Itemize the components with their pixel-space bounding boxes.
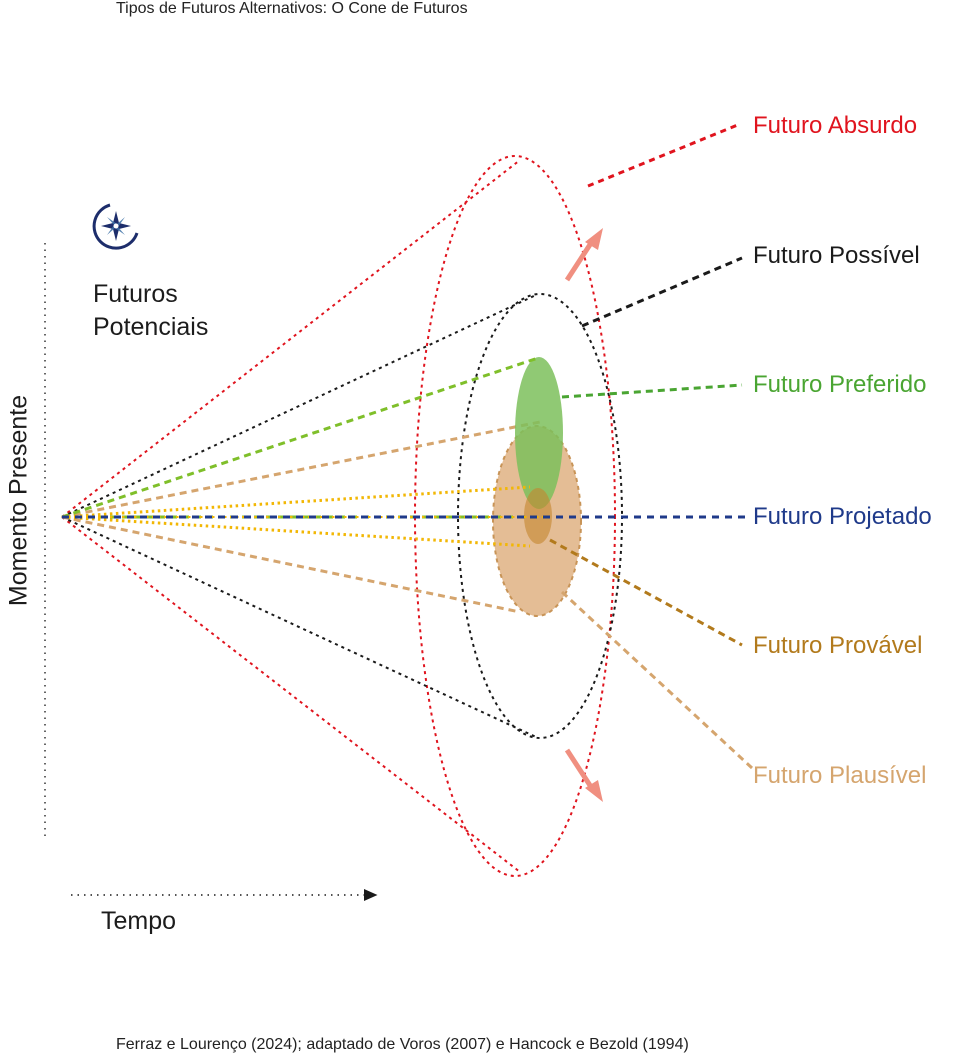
label-plausible-future: Futuro Plausível <box>753 762 927 789</box>
label-probable-future: Futuro Provável <box>753 632 923 659</box>
label-absurd-future: Futuro Absurdo <box>753 112 918 139</box>
absurd-future-cone <box>61 122 741 877</box>
potential-futures-label: Futuros Potenciais <box>93 278 208 344</box>
preferred-future-cone <box>61 356 743 519</box>
potential-label-line1: Futuros <box>93 280 178 308</box>
projected-future-cone <box>61 485 745 548</box>
present-moment-label: Momento Presente <box>4 394 33 607</box>
time-label: Tempo <box>101 907 177 935</box>
potential-label-line2: Potenciais <box>93 313 209 341</box>
expansion-arrow-icon <box>564 228 603 802</box>
label-possible-future: Futuro Possível <box>753 242 920 269</box>
compass-star-icon <box>92 203 139 250</box>
source-citation: Ferraz e Lourenço (2024); adaptado de Vo… <box>116 1036 689 1053</box>
label-preferred-future: Futuro Preferido <box>753 371 927 398</box>
diagram-title: Tipos de Futuros Alternativos: O Cone de… <box>116 0 468 17</box>
label-projected-future: Futuro Projetado <box>753 503 932 530</box>
